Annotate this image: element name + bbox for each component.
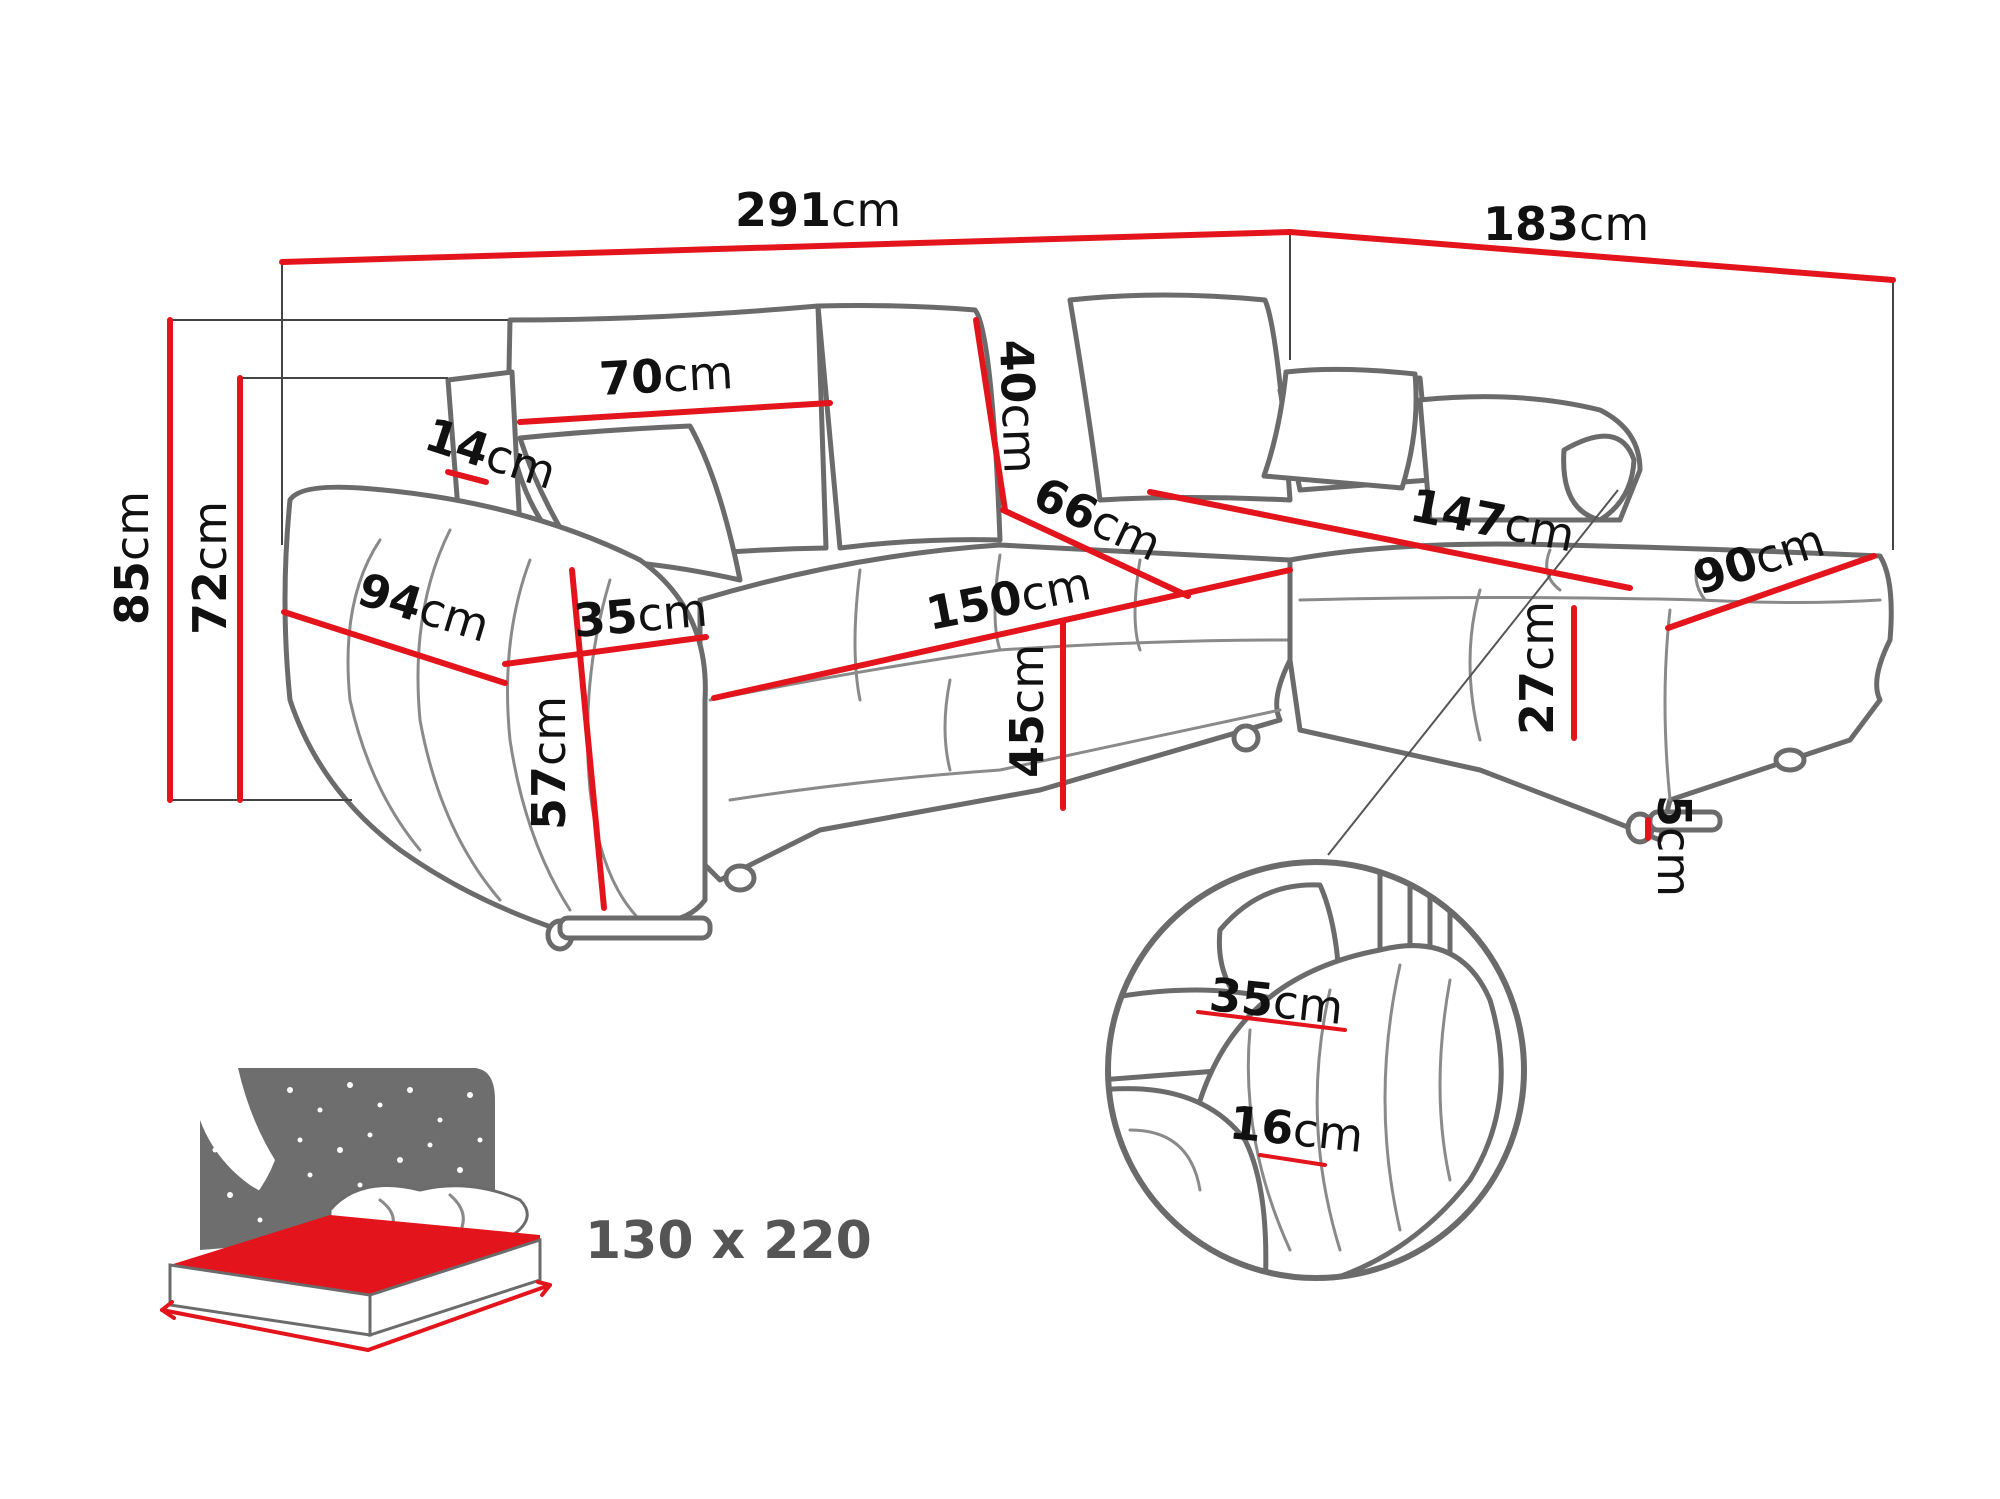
star-icon-group xyxy=(212,1082,483,1223)
detail-arm-top-width: 35cm xyxy=(1207,967,1346,1035)
bed-size-label: 130 x 220 xyxy=(585,1211,872,1271)
dimension-labels: 291cm 183cm 85cm 72cm 14cm 70cm 40cm 66c… xyxy=(105,183,1831,897)
dim-leg-height: 5cm xyxy=(1647,795,1701,897)
extension-lines xyxy=(170,232,1894,856)
bed-night-icon xyxy=(160,1068,552,1352)
dimension-lines xyxy=(167,229,1896,911)
dim-arm-height: 72cm xyxy=(183,501,237,635)
dim-back-height: 85cm xyxy=(105,491,159,625)
dim-seat-height: 45cm xyxy=(1000,644,1054,778)
dim-chaise-seat-height: 27cm xyxy=(1510,601,1564,735)
detail-arm-front-width: 16cm xyxy=(1227,1095,1366,1163)
dim-overall-width: 291cm xyxy=(735,183,901,237)
dim-arm-front-height: 57cm xyxy=(522,696,576,830)
dim-cushion-width: 70cm xyxy=(598,345,735,406)
dim-chaise-depth: 183cm xyxy=(1483,197,1649,251)
arm-detail-callout: 35cm 16cm xyxy=(1105,859,1527,1281)
sofa-drawing xyxy=(282,292,1894,952)
dim-cushion-height: 40cm xyxy=(989,338,1048,474)
dim-arm-width: 35cm xyxy=(571,582,709,647)
